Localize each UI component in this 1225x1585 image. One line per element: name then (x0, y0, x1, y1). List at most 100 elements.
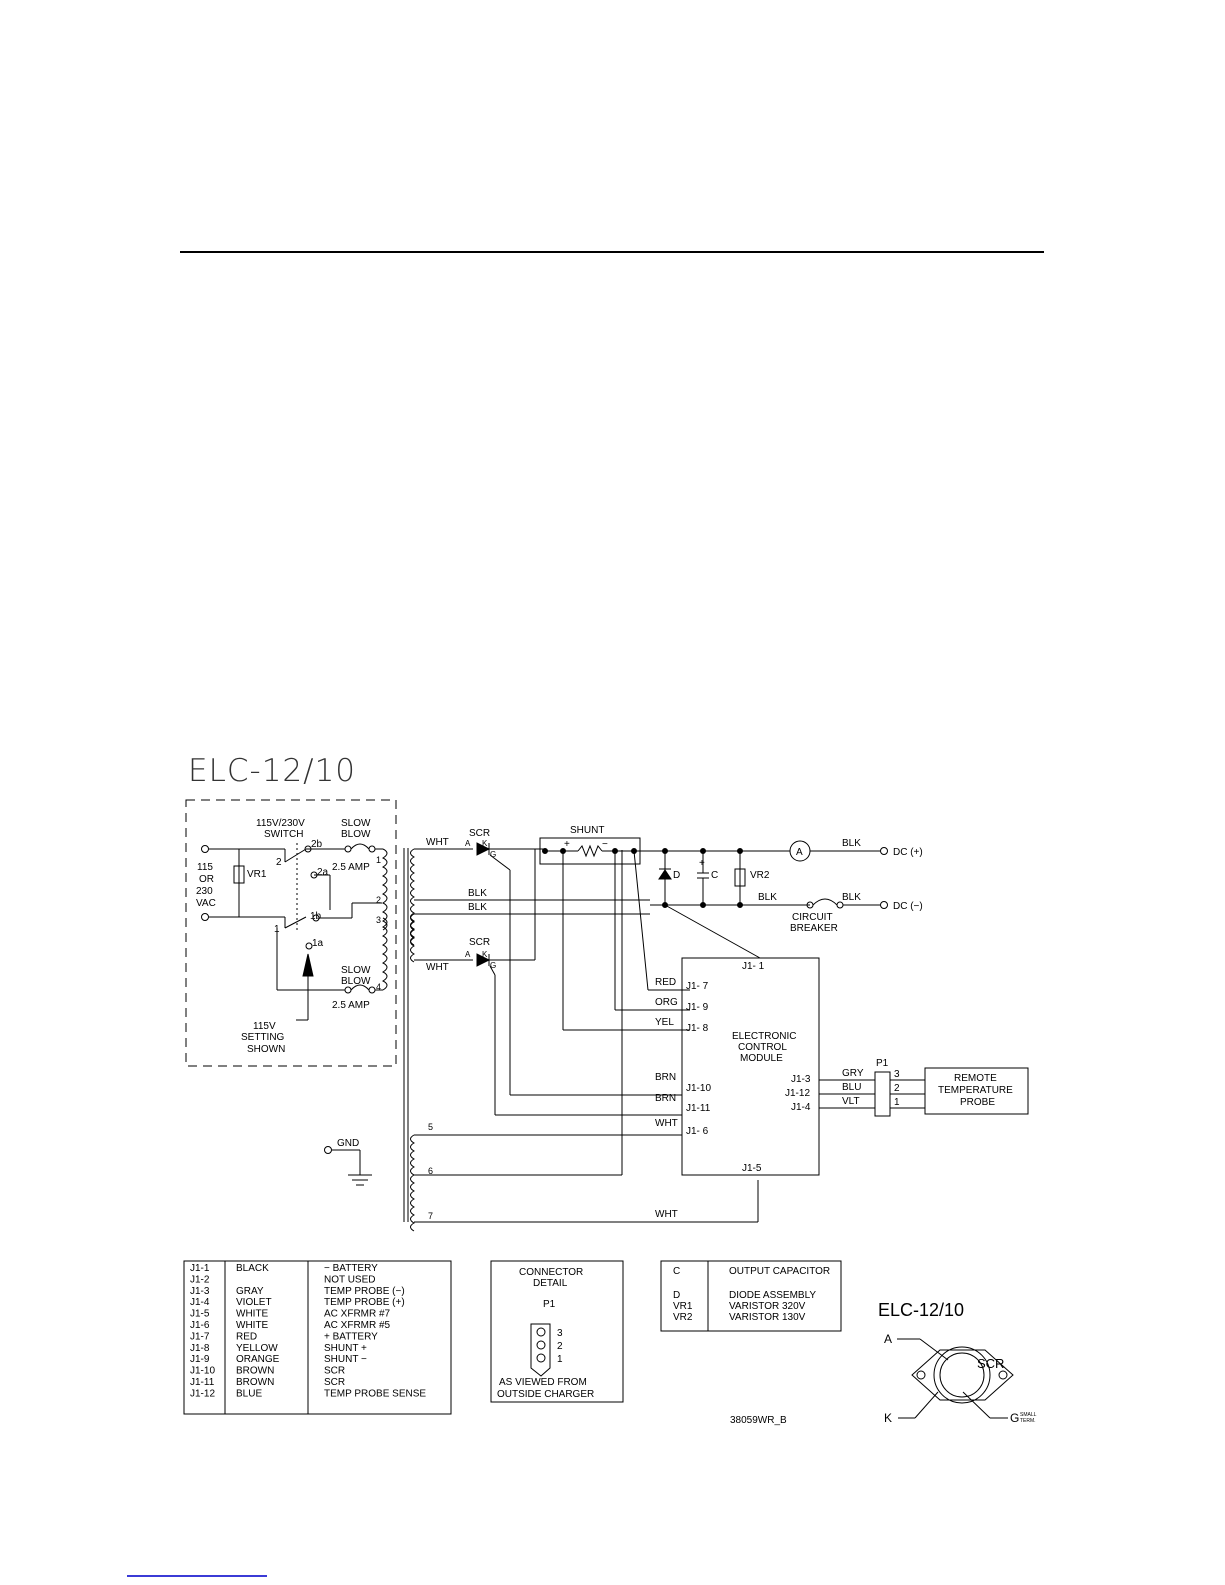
module-pin-j1-8: J1- 8 (686, 1023, 709, 1034)
legend-row-vr2-code: VR2 (673, 1312, 693, 1323)
pin-table-cell: BLUE (236, 1388, 262, 1399)
legend-row-c-code: C (673, 1266, 680, 1277)
wire-vlt: VLT (842, 1096, 860, 1107)
pin-table-cell: − BATTERY (324, 1263, 378, 1274)
ground-terminal (324, 1146, 332, 1154)
header-rule (180, 251, 1044, 253)
scr-top-pin-k: K (482, 839, 488, 848)
switch-label: SWITCH (264, 829, 303, 840)
ac-input-vac: VAC (196, 898, 216, 909)
switch-terminal-1b: 1b (310, 911, 322, 922)
pin-table-cell: SHUNT + (324, 1343, 367, 1354)
module-pin-j1-12: J1-12 (785, 1088, 810, 1099)
pin-table-cell: VIOLET (236, 1297, 272, 1308)
wire-gry: GRY (842, 1068, 864, 1079)
wire-red: RED (655, 977, 676, 988)
scr-bottom (476, 953, 491, 967)
varistor-vr1 (233, 865, 245, 884)
dc-plus-label: DC (+) (893, 847, 923, 858)
scr-top (476, 842, 491, 856)
switch-voltage-label: 115V/230V (256, 818, 305, 829)
legend-row-vr2-desc: VARISTOR 130V (729, 1312, 806, 1323)
scr-bottom-pin-g: G (490, 961, 496, 970)
pin-table-cell: J1-9 (190, 1354, 210, 1365)
probe-label-line2: TEMPERATURE (938, 1085, 1013, 1096)
xfmr-tap-4: 4 (376, 982, 381, 992)
drawing-number: 38059WR_B (730, 1415, 787, 1426)
control-module-box (681, 957, 820, 1176)
p1-connector (874, 1071, 891, 1117)
wire-blk-breaker: BLK (758, 892, 777, 903)
pin-table-cell: AC XFRMR #5 (324, 1320, 391, 1331)
module-label-line3: MODULE (740, 1053, 783, 1064)
scr-bottom-pin-k: K (482, 950, 488, 959)
scr-detail-a-label: A (884, 1332, 892, 1346)
wire-wht-j1-6: WHT (655, 1118, 678, 1129)
shunt-label: SHUNT (570, 825, 604, 836)
pin-table-cell: J1-8 (190, 1343, 210, 1354)
diode-label: D (673, 870, 680, 881)
probe-label-line1: REMOTE (954, 1073, 997, 1084)
scr-detail-small-term-line2: TERM. (1020, 1418, 1036, 1424)
legend-row-vr1-code: VR1 (673, 1301, 693, 1312)
xfmr-tap-5: 5 (428, 1122, 433, 1132)
pin-table-cell: TEMP PROBE SENSE (324, 1388, 426, 1399)
scr-package (911, 1349, 1014, 1401)
setting-note-line1: 115V (253, 1021, 276, 1032)
module-pin-j1-7: J1- 7 (686, 981, 709, 992)
ac-input-terminal (201, 913, 209, 921)
xfmr-tap-7: 7 (428, 1211, 433, 1221)
module-pin-j1-6: J1- 6 (686, 1126, 709, 1137)
pin-table-cell: J1-3 (190, 1286, 210, 1297)
connector-detail-pin-1: 1 (557, 1354, 563, 1365)
wire-brn-1: BRN (655, 1072, 676, 1083)
xfmr-tap-2: 2 (376, 895, 381, 905)
scr-detail-scr-label: SCR (977, 1356, 1004, 1371)
wire-yel: YEL (655, 1017, 674, 1028)
pin-table-cell: YELLOW (236, 1343, 278, 1354)
varistor-vr2 (734, 868, 746, 887)
vr1-label: VR1 (247, 869, 267, 880)
p1-pin-3: 3 (894, 1069, 900, 1080)
wire-wht-bottom: WHT (426, 962, 449, 973)
pin-table-cell: J1-1 (190, 1263, 210, 1274)
module-pin-j1-5: J1-5 (742, 1163, 762, 1174)
pin-table-cell: TEMP PROBE (+) (324, 1297, 405, 1308)
pin-table-cell: BROWN (236, 1366, 274, 1377)
probe-box (924, 1067, 1029, 1115)
pin-table-cell: SHUNT − (324, 1354, 367, 1365)
wire-blk-dc-plus: BLK (842, 838, 861, 849)
dc-minus-label: DC (−) (893, 901, 923, 912)
pin-table-cell: SCR (324, 1377, 345, 1388)
pin-table-cell: NOT USED (324, 1274, 376, 1285)
connector-detail-note-line2: OUTSIDE CHARGER (497, 1389, 594, 1400)
pin-table-cell: RED (236, 1331, 257, 1342)
diode-symbol (658, 869, 672, 880)
capacitor-plus-label: + (699, 858, 705, 869)
vr2-label: VR2 (750, 870, 770, 881)
pin-table-cell: + BATTERY (324, 1331, 378, 1342)
ac-input-115: 115 (197, 862, 213, 873)
switch-terminal-2a: 2a (317, 867, 329, 878)
circuit-breaker-label-line1: CIRCUIT (792, 912, 833, 923)
legend-row-d-desc: DIODE ASSEMBLY (729, 1290, 816, 1301)
legend-row-c-desc: OUTPUT CAPACITOR (729, 1266, 830, 1277)
capacitor-label: C (711, 870, 718, 881)
module-label-line2: CONTROL (738, 1042, 787, 1053)
module-pin-j1-10: J1-10 (686, 1083, 711, 1094)
scr-detail-g-label: G (1010, 1411, 1019, 1425)
module-pin-j1-4: J1-4 (791, 1102, 811, 1113)
scr-top-pin-a: A (465, 839, 471, 848)
module-pin-j1-11: J1-11 (686, 1103, 711, 1114)
p1-label: P1 (876, 1058, 889, 1069)
footer-link-underline[interactable] (127, 1575, 267, 1577)
wire-wht-j1-5: WHT (655, 1209, 678, 1220)
pin-table-cell: TEMP PROBE (−) (324, 1286, 405, 1297)
wire-brn-2: BRN (655, 1093, 676, 1104)
connector-detail-pin-2: 2 (557, 1341, 563, 1352)
pin-table-cell: J1-2 (190, 1274, 210, 1285)
pin-table-cell: J1-11 (190, 1377, 215, 1388)
connector-detail-title-line1: CONNECTOR (519, 1267, 583, 1278)
pin-table-box (183, 1260, 452, 1415)
